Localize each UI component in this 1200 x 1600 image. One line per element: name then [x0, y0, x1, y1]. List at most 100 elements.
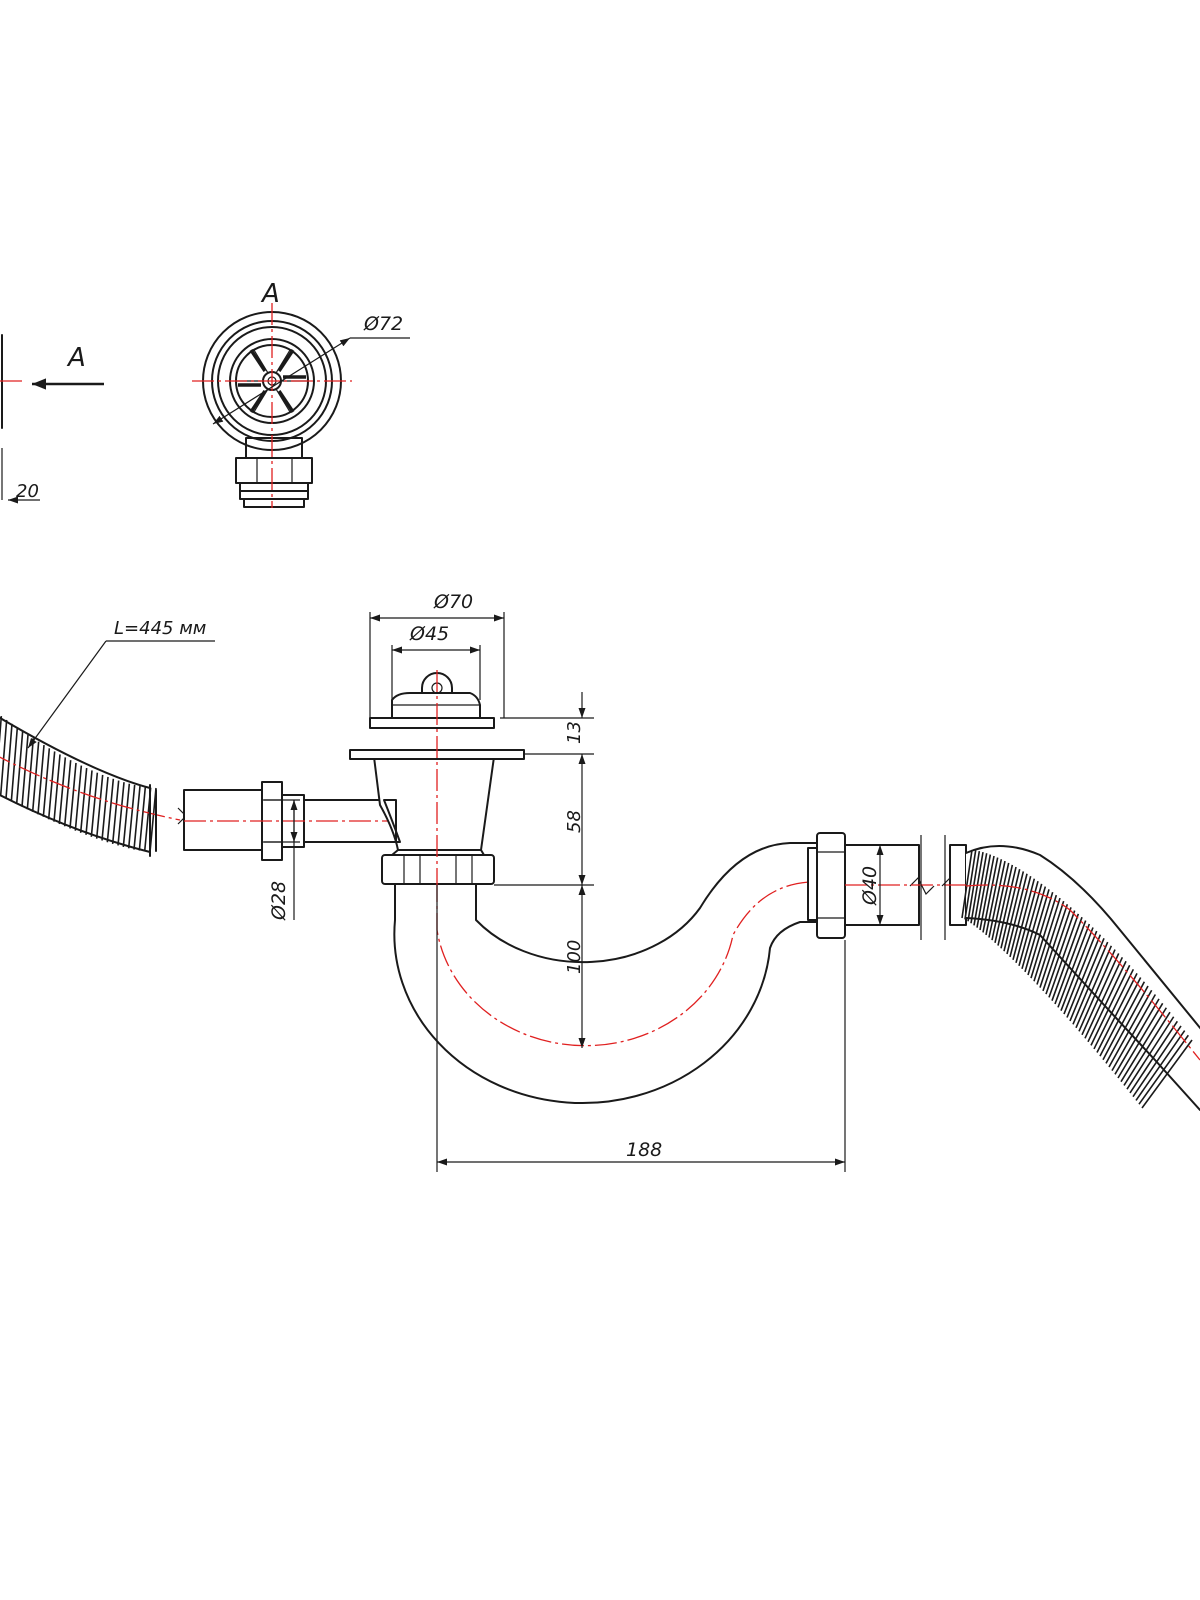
outlet-diameter-label: Ø45 — [409, 623, 449, 645]
hose-rib — [1063, 930, 1098, 1015]
hose-rib — [95, 774, 104, 839]
outlet-connector: Ø40 — [807, 832, 1000, 940]
grate-diameter-label: Ø72 — [363, 313, 403, 335]
hose-rib — [74, 765, 83, 831]
hose-rib — [1021, 886, 1047, 970]
inlet-corrugated-hose — [0, 715, 187, 857]
height-dimensions: 13 58 100 — [494, 692, 594, 1048]
hose-rib — [973, 853, 988, 926]
hose-rib — [988, 860, 1006, 938]
side-thickness-label: 20 — [16, 481, 39, 502]
hose-rib — [0, 715, 3, 744]
hose-rib — [1051, 916, 1083, 1001]
hose-rib — [1132, 1025, 1182, 1098]
hose-rib — [1018, 883, 1043, 967]
view-a-label: A — [260, 279, 280, 309]
view-arrow-label: A — [66, 343, 86, 373]
hose-rib — [101, 776, 109, 841]
hose-rib — [111, 780, 120, 844]
hose-rib — [1006, 873, 1028, 955]
hose-rib — [1015, 881, 1039, 964]
hose-rib — [69, 762, 77, 829]
hose-rib — [63, 760, 72, 827]
hose-rib — [1105, 985, 1149, 1064]
hose-rib — [1075, 945, 1113, 1029]
hose-rib — [1060, 927, 1094, 1012]
hose-rib — [1135, 1030, 1186, 1101]
hose-rib — [79, 767, 88, 833]
hose-rib — [58, 757, 67, 825]
hose-rib — [1126, 1016, 1175, 1090]
hose-rib — [1072, 941, 1109, 1025]
hose-rib — [979, 855, 995, 931]
hose-rib — [1102, 981, 1146, 1061]
outlet-corrugated-hose — [961, 844, 1200, 1115]
hose-rib — [1120, 1007, 1168, 1083]
hose-rib — [1030, 894, 1058, 979]
trap-width-label: 188 — [626, 1139, 662, 1161]
hose-rib — [967, 851, 981, 922]
hose-rib — [117, 782, 125, 846]
hose-rib — [976, 854, 992, 928]
hose-rib — [1057, 923, 1091, 1008]
trap-bend — [393, 842, 818, 1104]
view-a-grate: A — [192, 279, 410, 508]
hose-rib — [31, 741, 40, 812]
width-dimension: 188 — [436, 885, 846, 1172]
hose-rib — [1108, 989, 1153, 1068]
hose-rib — [970, 851, 984, 924]
hose-rib — [1039, 903, 1069, 988]
hose-rib — [1048, 913, 1080, 998]
hose-rib — [53, 754, 61, 822]
hose-rib — [1090, 964, 1131, 1046]
hose-rib — [1117, 1002, 1164, 1079]
inlet-diameter-label: Ø28 — [268, 881, 290, 921]
hose-rib — [133, 786, 141, 850]
hose-rib — [122, 783, 131, 848]
side-view-fragment: 20 — [0, 334, 40, 504]
hose-rib — [106, 778, 115, 843]
hose-rib — [42, 748, 51, 817]
hose-rib — [1078, 949, 1116, 1032]
hose-rib — [1024, 889, 1050, 973]
hose-rib — [997, 866, 1017, 946]
hose-rib — [138, 786, 147, 851]
hose-length-leader: L=445 мм — [27, 618, 215, 749]
hose-rib — [1111, 994, 1157, 1072]
hose-rib — [127, 784, 136, 849]
hose-rib — [1123, 1011, 1171, 1086]
body-height-label: 58 — [564, 810, 585, 833]
hose-rib — [961, 849, 973, 919]
hose-rib — [47, 751, 56, 820]
flange-dimensions: Ø70 Ø45 — [369, 591, 505, 880]
hose-rib — [1033, 897, 1061, 982]
hose-rib — [985, 859, 1003, 936]
hose-rib — [1036, 900, 1065, 985]
hose-rib — [1000, 868, 1021, 949]
hose-rib — [1084, 956, 1124, 1039]
hose-rib — [1045, 910, 1076, 995]
hose-rib — [1042, 907, 1072, 992]
trap-depth-label: 100 — [564, 940, 585, 974]
hose-rib — [982, 857, 999, 933]
hose-rib — [1069, 937, 1105, 1022]
hose-rib — [90, 772, 99, 837]
inlet-connector: Ø28 — [183, 781, 410, 921]
flange-diameter-label: Ø70 — [433, 591, 473, 613]
hose-rib — [1138, 1034, 1189, 1105]
hose-rib — [1027, 891, 1054, 976]
hose-rib — [1012, 878, 1036, 961]
plug-height-label: 13 — [564, 721, 585, 744]
hose-rib — [1066, 934, 1102, 1018]
hose-rib — [21, 734, 29, 807]
hose-rib — [37, 744, 45, 815]
hose-rib — [1096, 973, 1138, 1053]
hose-rib — [1129, 1020, 1179, 1094]
hose-rib — [1093, 968, 1135, 1050]
hose-rib — [1054, 920, 1087, 1005]
view-arrow: A — [32, 343, 104, 390]
hose-rib — [991, 862, 1010, 941]
hose-rib — [1114, 998, 1160, 1075]
hose-rib — [994, 864, 1014, 943]
